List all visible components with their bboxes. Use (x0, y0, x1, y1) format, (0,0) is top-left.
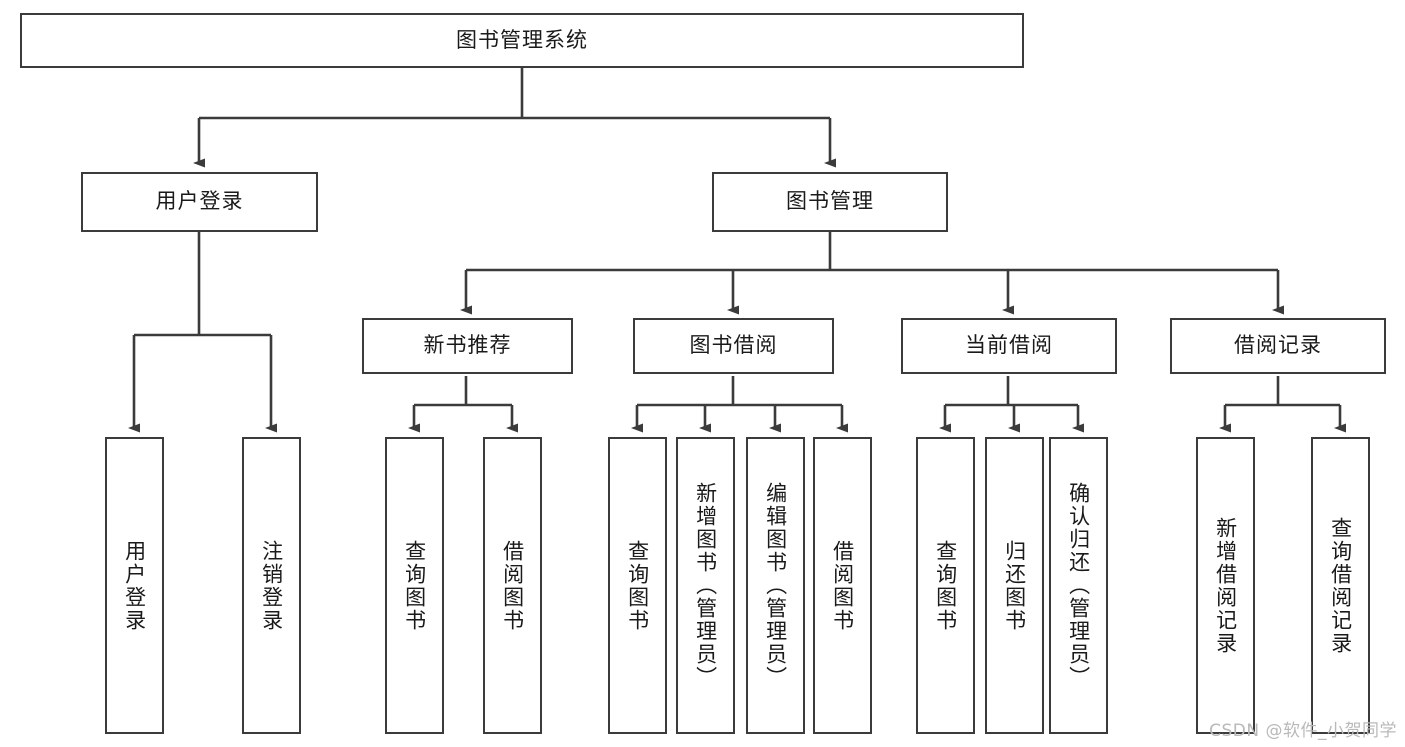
node-book-management-system[interactable]: 图书管理系统 (20, 13, 1024, 68)
node-current-borrow[interactable]: 当前借阅 (901, 318, 1117, 374)
node-leaf-query-book-1[interactable]: 查询图书 (385, 437, 444, 734)
node-leaf-add-book[interactable]: 新增图书（管理员） (676, 437, 735, 734)
node-label: 归还图书 (1002, 539, 1027, 632)
node-label: 用户登录 (122, 539, 147, 632)
node-label: 编辑图书（管理员） (763, 482, 788, 689)
node-leaf-add-record[interactable]: 新增借阅记录 (1196, 437, 1255, 734)
node-label: 查询借阅记录 (1328, 516, 1353, 655)
node-label: 查询图书 (933, 539, 958, 632)
node-label: 借阅记录 (1234, 333, 1322, 358)
node-label: 图书管理 (786, 189, 874, 214)
node-label: 图书管理系统 (456, 27, 588, 52)
node-new-book-recommend[interactable]: 新书推荐 (362, 318, 573, 374)
node-leaf-return-book[interactable]: 归还图书 (985, 437, 1044, 734)
node-book-borrow[interactable]: 图书借阅 (633, 318, 834, 374)
node-leaf-query-record[interactable]: 查询借阅记录 (1311, 437, 1370, 734)
node-label: 用户登录 (155, 189, 244, 214)
node-leaf-logout[interactable]: 注销登录 (242, 437, 301, 734)
node-label: 新增图书（管理员） (693, 482, 718, 689)
csdn-watermark: CSDN @软件_小贺同学 (1209, 721, 1397, 741)
node-book-management[interactable]: 图书管理 (712, 172, 948, 232)
node-label: 注销登录 (259, 539, 284, 632)
node-label: 借阅图书 (830, 539, 855, 632)
node-label: 确认归还（管理员） (1066, 482, 1091, 689)
node-leaf-borrow-book-2[interactable]: 借阅图书 (813, 437, 872, 734)
node-label: 借阅图书 (500, 539, 525, 632)
node-leaf-query-book-2[interactable]: 查询图书 (608, 437, 667, 734)
node-borrow-record[interactable]: 借阅记录 (1170, 318, 1386, 374)
node-label: 查询图书 (625, 539, 650, 632)
node-label: 新增借阅记录 (1213, 516, 1238, 655)
node-label: 图书借阅 (689, 333, 778, 358)
node-leaf-user-login[interactable]: 用户登录 (105, 437, 164, 734)
node-label: 当前借阅 (965, 333, 1053, 358)
node-label: 查询图书 (402, 539, 427, 632)
node-user-login[interactable]: 用户登录 (81, 172, 318, 232)
node-leaf-query-book-3[interactable]: 查询图书 (916, 437, 975, 734)
node-leaf-edit-book[interactable]: 编辑图书（管理员） (746, 437, 805, 734)
node-leaf-borrow-book-1[interactable]: 借阅图书 (483, 437, 542, 734)
node-leaf-confirm-return[interactable]: 确认归还（管理员） (1049, 437, 1108, 734)
node-label: 新书推荐 (423, 333, 512, 358)
